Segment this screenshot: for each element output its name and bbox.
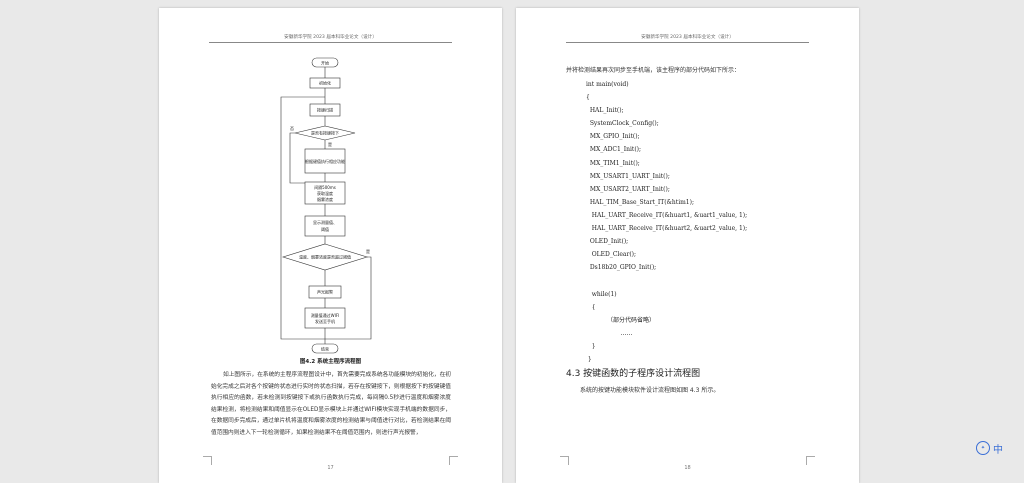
body-paragraph-text: 如上图所示，在系统的主程序流程图设计中，首先需要完成系统各功能模块的初始化，在初… <box>211 372 451 436</box>
figure-caption: 图4.2 系统主程序流程图 <box>299 359 362 365</box>
body-paragraph: 如上图所示，在系统的主程序流程图设计中，首先需要完成系统各功能模块的初始化，在初… <box>211 370 451 440</box>
flow-decision2-label: 温度、烟雾浓度是否超过阈值 <box>299 254 351 260</box>
code-line: OLED_Clear(); <box>586 251 637 259</box>
flow-end-label: 结束 <box>321 346 329 352</box>
intro-text: 并将检测结果再次同步至手机端，该主程序的部分代码如下所示： <box>566 67 741 74</box>
flow-start-label: 开始 <box>321 60 329 66</box>
page-header: 安徽新华学院 2023 届本科毕业论文（设计） <box>284 35 377 40</box>
flow-display-label-b: 阈值 <box>321 226 329 232</box>
flow-alarm-label: 声光报警 <box>317 289 333 295</box>
flow-display-label-a: 显示测量值、 <box>313 219 337 225</box>
code-line: SystemClock_Config(); <box>586 120 659 128</box>
flow-end-node <box>311 343 339 354</box>
code-line: …… <box>586 329 633 337</box>
document-page-17: 安徽新华学院 2023 届本科毕业论文（设计） <box>159 8 502 483</box>
code-line <box>586 274 747 287</box>
code-line: MX_USART1_UART_Init(); <box>586 172 670 180</box>
flow-yes-label-2: 是 <box>366 248 370 254</box>
ime-icon: ✦ <box>976 441 990 455</box>
flow-display-node <box>304 215 346 237</box>
page-number: 18 <box>684 465 691 471</box>
flow-sample-label-a: 间隔500ms <box>314 184 336 190</box>
code-line: int main(void) <box>586 81 629 88</box>
flow-sample-label-c: 烟雾浓度 <box>317 196 333 202</box>
header-rule <box>566 42 809 43</box>
input-method-widget[interactable]: ✦ 中 <box>976 440 1020 456</box>
code-line: } <box>586 342 596 350</box>
flow-handle-label: 根据键值执行相应功能 <box>305 158 345 164</box>
code-line: { <box>586 94 590 102</box>
code-line: } <box>586 355 592 363</box>
corner-mark <box>449 456 458 465</box>
flow-init-label: 初始化 <box>319 80 331 86</box>
code-line: Ds18b20_GPIO_Init(); <box>586 264 657 272</box>
code-line: MX_GPIO_Init(); <box>586 133 640 141</box>
code-line: HAL_UART_Receive_IT(&huart2, &uart2_valu… <box>586 225 748 233</box>
page-header: 安徽新华学院 2023 届本科毕业论文（设计） <box>641 35 734 40</box>
code-line: MX_TIM1_Init(); <box>586 159 640 167</box>
corner-mark <box>560 456 569 465</box>
flow-send-label-a: 测量值通过WIFI <box>311 312 340 318</box>
code-line: while(1) <box>586 290 617 298</box>
code-line: MX_ADC1_Init(); <box>586 146 642 154</box>
flow-send-label-b: 发送至手机 <box>315 318 335 324</box>
flow-sample-label-b: 获取温度 <box>317 190 333 196</box>
code-line: HAL_TIM_Base_Start_IT(&htim1); <box>586 198 694 206</box>
section-text: 系统的按键功能模块软件设计流程图如图 4.3 所示。 <box>580 387 720 394</box>
page-number: 17 <box>327 465 334 471</box>
section-heading: 4.3 按键函数的子程序设计流程图 <box>566 369 701 379</box>
code-line: { <box>586 303 596 311</box>
flow-decision1-label: 是否有按键按下 <box>311 130 339 136</box>
corner-mark <box>806 456 815 465</box>
corner-mark <box>203 456 212 465</box>
code-line: （部分代码省略） <box>586 316 655 324</box>
main-program-flowchart: 开始 初始化 按键扫描 是否有按键按下 根据键值执行相应功能 间隔500ms 获… <box>280 57 372 354</box>
code-block: int main(void) { HAL_Init(); SystemClock… <box>586 78 747 366</box>
ime-label: 中 <box>993 444 1003 456</box>
flow-yes-label-1: 是 <box>328 141 332 147</box>
code-line: MX_USART2_UART_Init(); <box>586 185 670 193</box>
flow-no-label-1: 否 <box>290 126 294 131</box>
code-line: OLED_Init(); <box>586 238 629 246</box>
header-rule <box>209 42 452 43</box>
code-line: HAL_Init(); <box>586 107 624 115</box>
flow-send-node <box>304 307 346 329</box>
code-line: HAL_UART_Receive_IT(&huart1, &uart1_valu… <box>586 211 748 219</box>
flow-scan-label: 按键扫描 <box>317 107 333 113</box>
document-page-18: 安徽新华学院 2023 届本科毕业论文（设计） 并将检测结果再次同步至手机端，该… <box>516 8 859 483</box>
